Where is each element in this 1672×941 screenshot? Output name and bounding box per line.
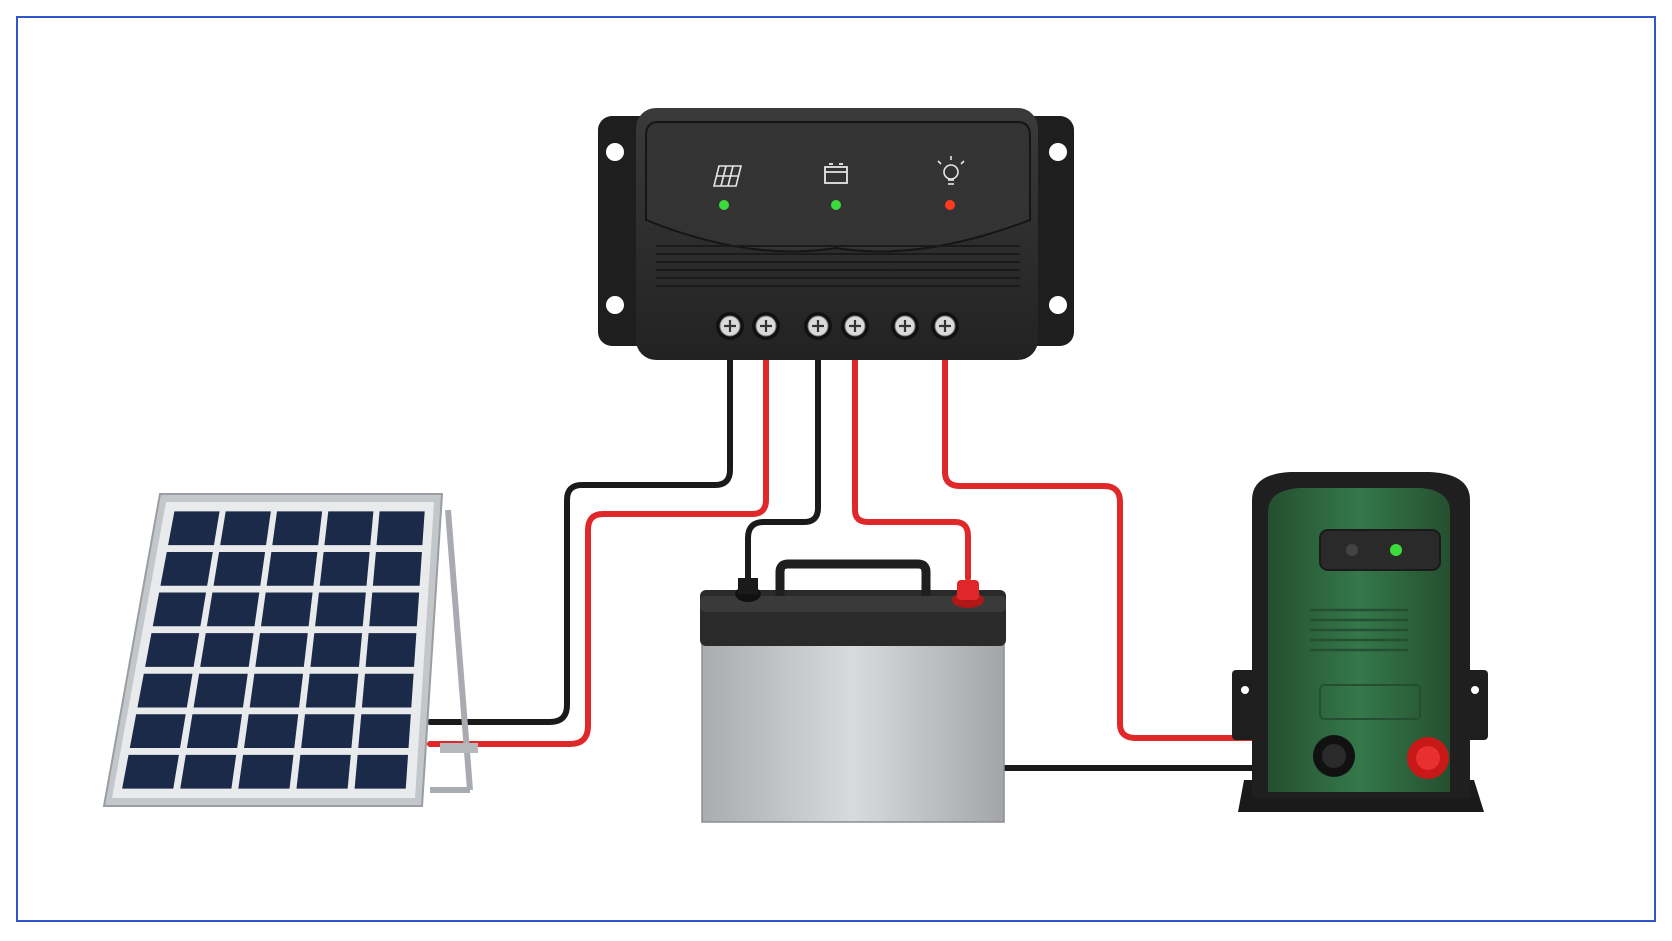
solar-cell xyxy=(200,633,254,667)
solar-cell xyxy=(129,714,186,749)
solar-cell xyxy=(296,754,351,789)
energizer-indicator-off xyxy=(1346,544,1358,556)
mount-hole xyxy=(606,143,624,161)
solar-cell xyxy=(361,673,414,708)
solar-panel xyxy=(102,493,478,807)
terminal-solar-negative[interactable] xyxy=(716,312,744,340)
charge-controller xyxy=(598,108,1074,360)
terminal-solar-positive[interactable] xyxy=(752,312,780,340)
energizer-led xyxy=(1390,544,1402,556)
solar-cell xyxy=(249,673,304,708)
solar-cell xyxy=(272,511,323,546)
battery-body xyxy=(701,641,1005,823)
controller-vents xyxy=(656,245,1020,287)
solar-cell xyxy=(180,754,237,789)
solar-panel-icon xyxy=(712,165,743,187)
solar-cell xyxy=(305,673,359,708)
mount-hole xyxy=(606,296,624,314)
solar-cell xyxy=(186,714,242,749)
panel-cells xyxy=(122,511,425,789)
solar-cell xyxy=(160,551,213,586)
mount-hole xyxy=(1049,143,1067,161)
led-battery xyxy=(831,200,841,210)
battery-handle xyxy=(775,559,931,596)
solar-cell xyxy=(376,511,425,546)
fence-energizer xyxy=(1232,472,1488,812)
solar-cell xyxy=(319,551,370,586)
solar-cell xyxy=(301,714,355,749)
cables xyxy=(427,337,1257,771)
bracket-hole xyxy=(1471,686,1479,694)
solar-cell xyxy=(244,714,299,749)
cable-battery-negative xyxy=(745,337,821,585)
mount-hole xyxy=(1049,296,1067,314)
energizer-fence-knob xyxy=(1416,746,1440,770)
solar-cell xyxy=(193,673,248,708)
terminal-load-positive[interactable] xyxy=(931,312,959,340)
solar-cell xyxy=(145,633,200,667)
solar-cell xyxy=(324,511,374,546)
energizer-vents xyxy=(1310,608,1408,652)
terminal-block xyxy=(716,312,959,340)
battery-top-ridge xyxy=(700,596,1006,612)
solar-cell xyxy=(213,551,266,586)
cable-battery-positive xyxy=(852,337,971,581)
solar-cell xyxy=(255,633,308,667)
cable-solar-positive xyxy=(427,337,769,747)
solar-cell xyxy=(315,592,366,627)
energizer-panel-recess xyxy=(1319,684,1421,720)
battery-negative-post xyxy=(738,578,758,594)
light-bulb-icon xyxy=(937,156,965,185)
energizer-display xyxy=(1319,529,1441,571)
solar-cell xyxy=(152,592,207,627)
solar-cell xyxy=(238,754,294,789)
solar-cell xyxy=(137,673,193,708)
solar-cell xyxy=(206,592,260,627)
led-solar xyxy=(719,200,729,210)
solar-cell xyxy=(310,633,363,667)
solar-cell xyxy=(260,592,313,627)
energizer-ground-knob xyxy=(1322,744,1346,768)
battery-icon xyxy=(824,163,848,184)
solar-cell xyxy=(122,754,179,789)
terminal-battery-positive[interactable] xyxy=(841,312,869,340)
led-load xyxy=(945,200,955,210)
solar-cell xyxy=(220,511,271,546)
terminal-load-negative[interactable] xyxy=(891,312,919,340)
cable-load-positive xyxy=(942,337,1257,741)
battery-positive-post xyxy=(957,580,979,600)
energizer-bracket-left xyxy=(1232,670,1258,740)
solar-cell xyxy=(369,592,420,627)
solar-cell xyxy=(372,551,422,586)
solar-cell xyxy=(168,511,220,546)
battery xyxy=(700,559,1006,823)
solar-cell xyxy=(266,551,318,586)
controller-front-panel xyxy=(645,121,1031,253)
cable-solar-negative xyxy=(427,337,733,725)
solar-cell xyxy=(354,754,409,789)
solar-cell xyxy=(358,714,411,749)
solar-cell xyxy=(365,633,417,667)
terminal-battery-negative[interactable] xyxy=(804,312,832,340)
bracket-hole xyxy=(1241,686,1249,694)
